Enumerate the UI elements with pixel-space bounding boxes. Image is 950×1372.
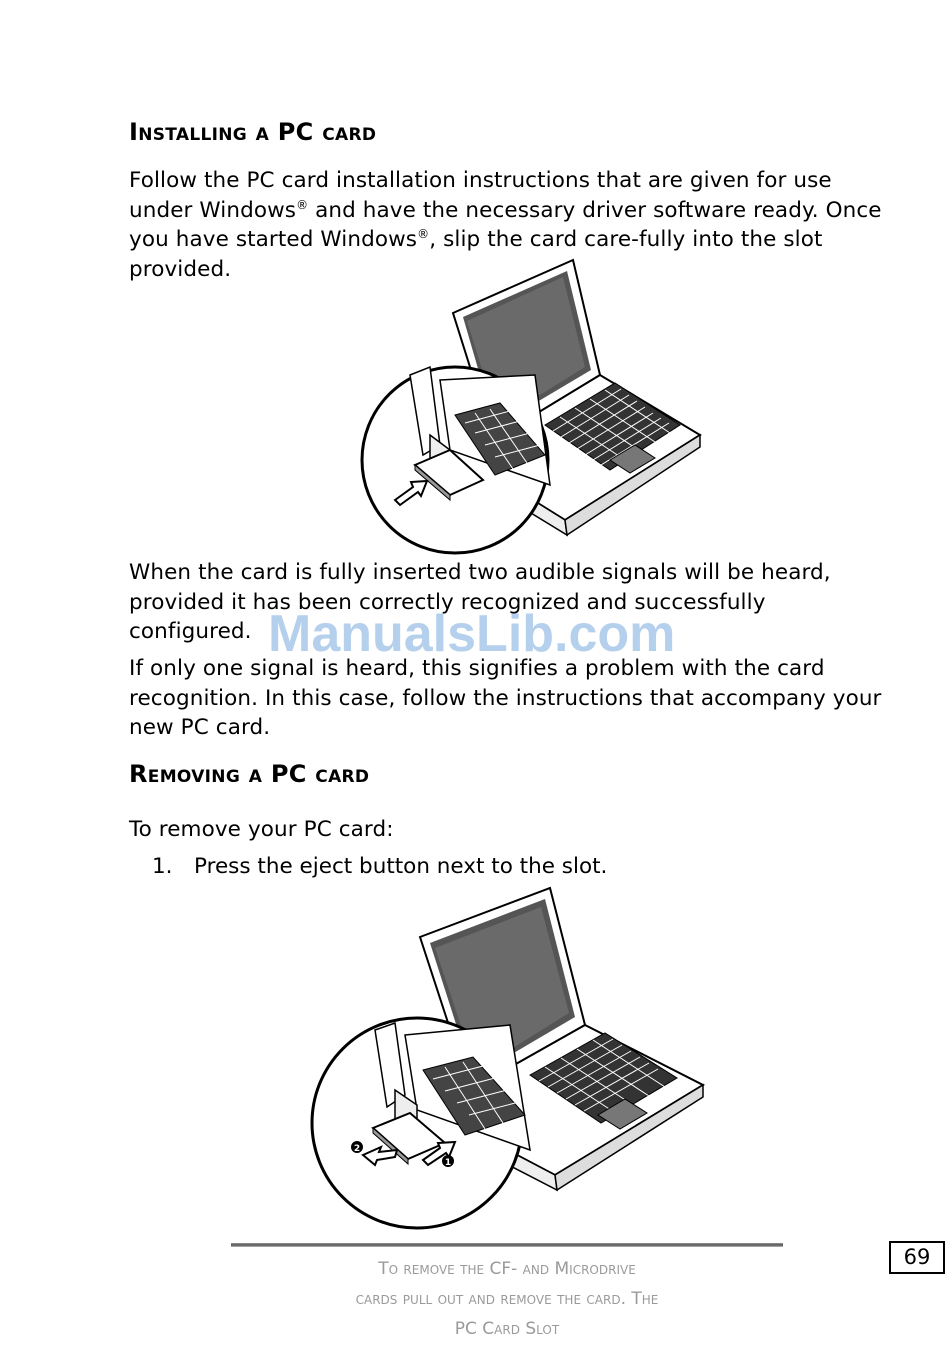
list-item-number: 1.: [152, 854, 173, 879]
footer-divider: [231, 1243, 783, 1247]
paragraph-text: Follow the PC card installation instruct…: [129, 168, 832, 223]
list-item: 1. Press the eject button next to the slo…: [152, 852, 607, 882]
one-signal-paragraph: If only one signal is heard, this signif…: [129, 656, 882, 740]
paragraph-text: and have the necessary driver software r…: [129, 197, 882, 253]
watermark-text: ManualsLib.com: [268, 605, 676, 663]
inserted-paragraph: When the card is fully inserted two audi…: [129, 560, 831, 644]
footer-line: To remove the CF- and Microdrive: [378, 1259, 636, 1279]
footer-line: PC Card Slot: [454, 1319, 560, 1339]
list-item-text: Press the eject button next to the slot.: [194, 854, 608, 879]
registered-mark: ®: [296, 197, 309, 212]
laptop-insert-card-illustration: [360, 258, 702, 555]
install-instructions-paragraph: Follow the PC card installation instruct…: [129, 166, 899, 284]
paragraph-text: , slip the card care-fully into the slot…: [129, 227, 823, 282]
section-heading-installing: Installing a PC card: [129, 118, 377, 146]
page-number: 69: [889, 1241, 945, 1274]
marker-2: 2: [354, 1144, 360, 1154]
marker-1: 1: [445, 1158, 451, 1168]
section-heading-removing: Removing a PC card: [129, 760, 370, 788]
laptop-remove-card-illustration: 2 1: [310, 886, 706, 1230]
running-footer: To remove the CF- and Microdrive cards p…: [231, 1254, 783, 1344]
footer-line: cards pull out and remove the card. The: [355, 1289, 659, 1309]
registered-mark: ®: [417, 226, 430, 241]
remove-intro-text: To remove your PC card:: [129, 817, 394, 842]
